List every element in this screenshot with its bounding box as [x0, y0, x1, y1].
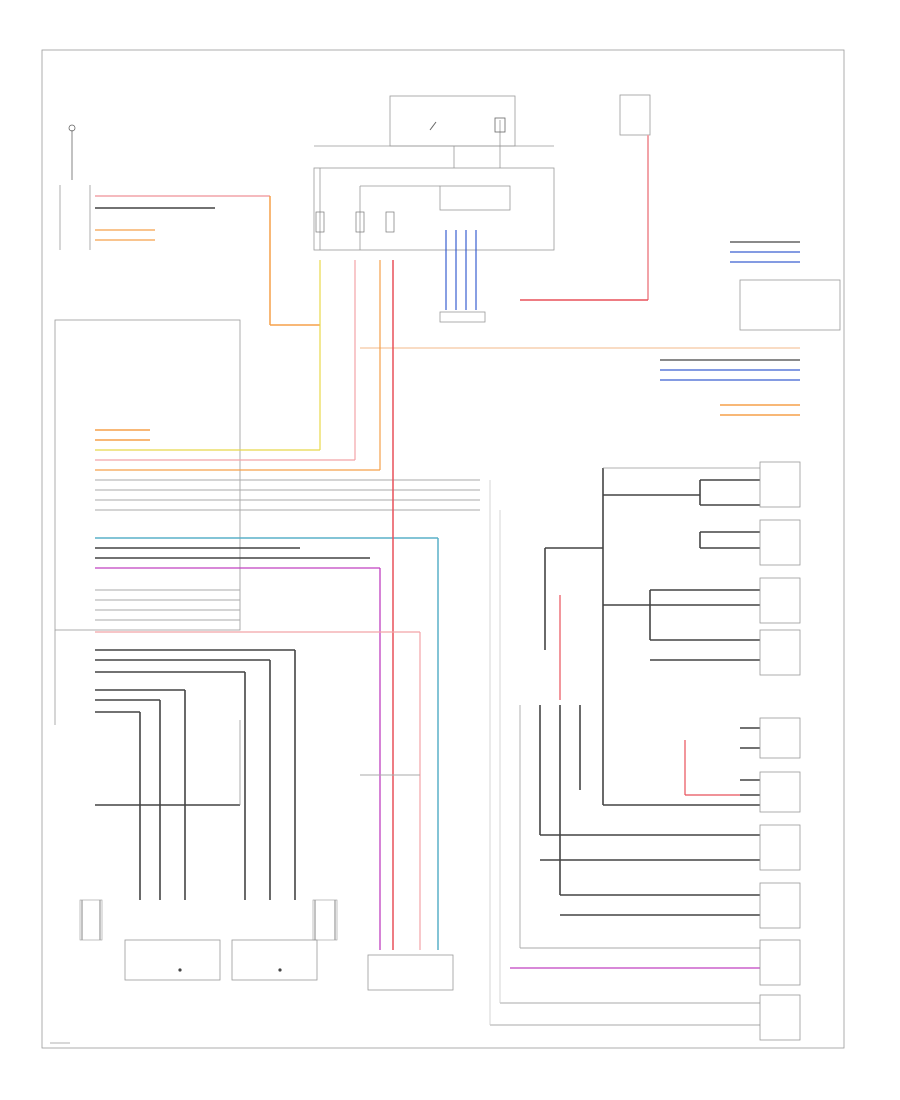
fuse-row [315, 211, 395, 233]
lower-left-harness [95, 649, 296, 900]
antenna-module [59, 124, 91, 250]
relay-module [439, 185, 511, 211]
blue-bundle [439, 230, 486, 323]
left-control-module [54, 319, 241, 725]
diagram-frame [41, 49, 845, 1049]
bottom-connectors [79, 899, 454, 991]
connector-icon [68, 124, 76, 132]
switch-icon [429, 121, 437, 131]
right-module-stack [490, 461, 801, 1041]
power-distribution-box [313, 95, 555, 251]
fuse-icon [494, 117, 506, 133]
fuse-icon [315, 211, 325, 233]
fuse-icon [355, 211, 365, 233]
top-right-connector [520, 94, 651, 301]
fuse-icon [385, 211, 395, 233]
right-control-module [739, 279, 841, 331]
